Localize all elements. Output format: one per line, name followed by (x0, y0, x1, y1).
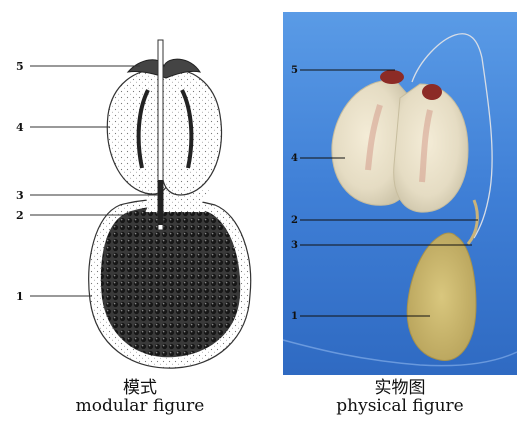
modular-figure-diagram: 5 4 3 2 1 (16, 40, 251, 368)
photo-label-2: 2 (291, 215, 298, 226)
label-2: 2 (16, 209, 24, 222)
photo-label-1: 1 (291, 311, 298, 322)
label-5: 5 (16, 60, 24, 73)
red-cap-left (380, 70, 404, 84)
red-cap-right (422, 84, 442, 100)
physical-figure-photo: 5 4 2 3 1 (283, 12, 517, 375)
photo-label-3: 3 (291, 240, 298, 251)
label-3: 3 (16, 189, 24, 202)
label-4: 4 (16, 121, 24, 134)
photo-label-5: 5 (291, 65, 298, 76)
label-1: 1 (16, 290, 24, 303)
caption-en-modular: modular figure (40, 398, 240, 416)
caption-en-physical: physical figure (300, 398, 500, 416)
duct-inner (158, 180, 163, 225)
egg-mass (101, 206, 240, 357)
modular-figure-caption: 模式 modular figure (40, 380, 240, 416)
photo-label-4: 4 (291, 153, 298, 164)
physical-figure-caption: 实物图 physical figure (300, 380, 500, 416)
